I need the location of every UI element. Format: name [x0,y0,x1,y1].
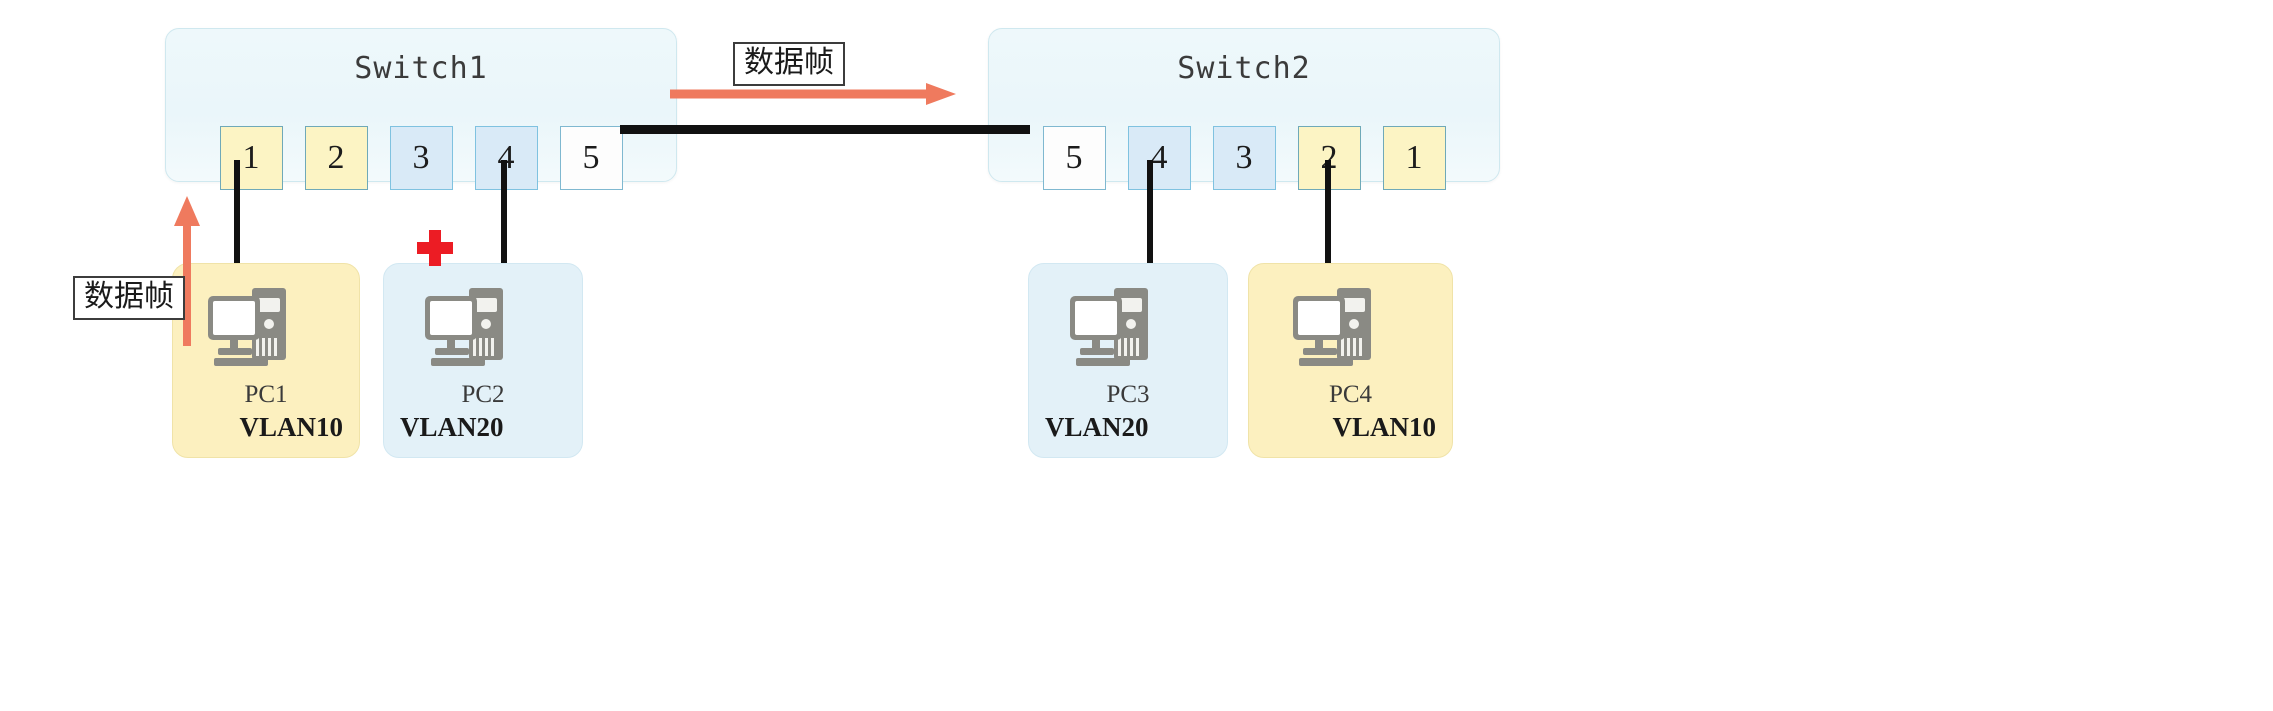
block-cross-icon [417,230,453,266]
host-group-pc4[interactable]: PC4 VLAN10 [1248,263,1453,458]
switch1-port-3[interactable]: 3 [389,126,453,190]
pc4-vlan-label: VLAN10 [1332,412,1436,442]
switch1-port-2[interactable]: 2 [304,126,368,190]
computer-icon [1070,288,1148,366]
switch2-ports: 5 4 3 2 1 [989,126,1499,190]
cable-pc2 [501,160,507,295]
host-group-pc3[interactable]: PC3 VLAN20 [1028,263,1228,458]
host-group-pc1[interactable]: PC1 VLAN10 [172,263,360,458]
pc3-vlan-label: VLAN20 [1045,412,1149,442]
switch2-port-4[interactable]: 4 [1127,126,1191,190]
frame-label-pc1-text: 数据帧 [84,279,174,314]
switch1-port-5[interactable]: 5 [559,126,623,190]
cable-pc1 [234,160,240,295]
pc4-name: PC4 [1328,381,1373,408]
frame-label-pc1: 数据帧 [73,276,185,320]
host-group-pc2[interactable]: PC2 VLAN20 [383,263,583,458]
computer-icon [1292,288,1371,366]
frame-label-trunk: 数据帧 [733,42,845,86]
pc3-name: PC3 [1106,381,1150,408]
trunk-cable [620,125,1030,134]
frame-label-trunk-text: 数据帧 [744,45,834,80]
switch1-ports: 1 2 3 4 5 [166,126,676,190]
pc1-name: PC1 [244,381,288,408]
switch2-port-3[interactable]: 3 [1212,126,1276,190]
switch2-title: Switch2 [1177,51,1311,86]
pc2-vlan-label: VLAN20 [400,412,504,442]
switch1-title: Switch1 [354,51,488,86]
pc1-vlan-label: VLAN10 [239,412,343,442]
frame-arrow-trunk [670,83,956,105]
switch2-port-5[interactable]: 5 [1042,126,1106,190]
switch2-port-1[interactable]: 1 [1382,126,1446,190]
frame-arrow-pc1 [174,196,200,346]
switch1-chassis[interactable]: Switch1 1 2 3 4 5 [165,28,677,190]
switch2-chassis[interactable]: Switch2 5 4 3 2 1 [988,28,1500,190]
computer-icon [425,288,503,366]
pc2-name: PC2 [461,381,505,408]
computer-icon [208,288,286,366]
cable-pc3 [1147,160,1153,295]
switch1-port-1[interactable]: 1 [219,126,283,190]
cable-pc4 [1325,160,1331,295]
